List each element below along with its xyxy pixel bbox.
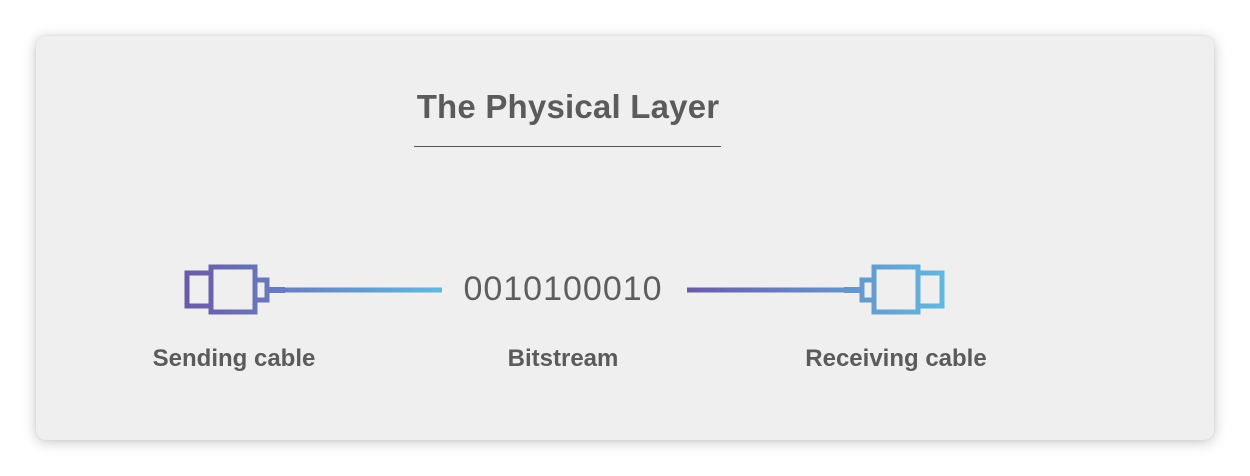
bitstream-label: Bitstream: [507, 345, 619, 372]
receiving-cable-label: Receiving cable: [805, 345, 987, 372]
diagram-title: The Physical Layer: [416, 88, 720, 125]
title-underline: [414, 146, 721, 147]
sending-cable-plug-icon: [184, 264, 285, 315]
receiving-cable-plug-icon: [844, 264, 945, 315]
cable-diagram: [184, 264, 945, 315]
sending-cable-label: Sending cable: [152, 345, 316, 372]
diagram-card: The Physical Layer: [36, 36, 1214, 440]
bitstream-value: 0010100010: [463, 270, 663, 308]
